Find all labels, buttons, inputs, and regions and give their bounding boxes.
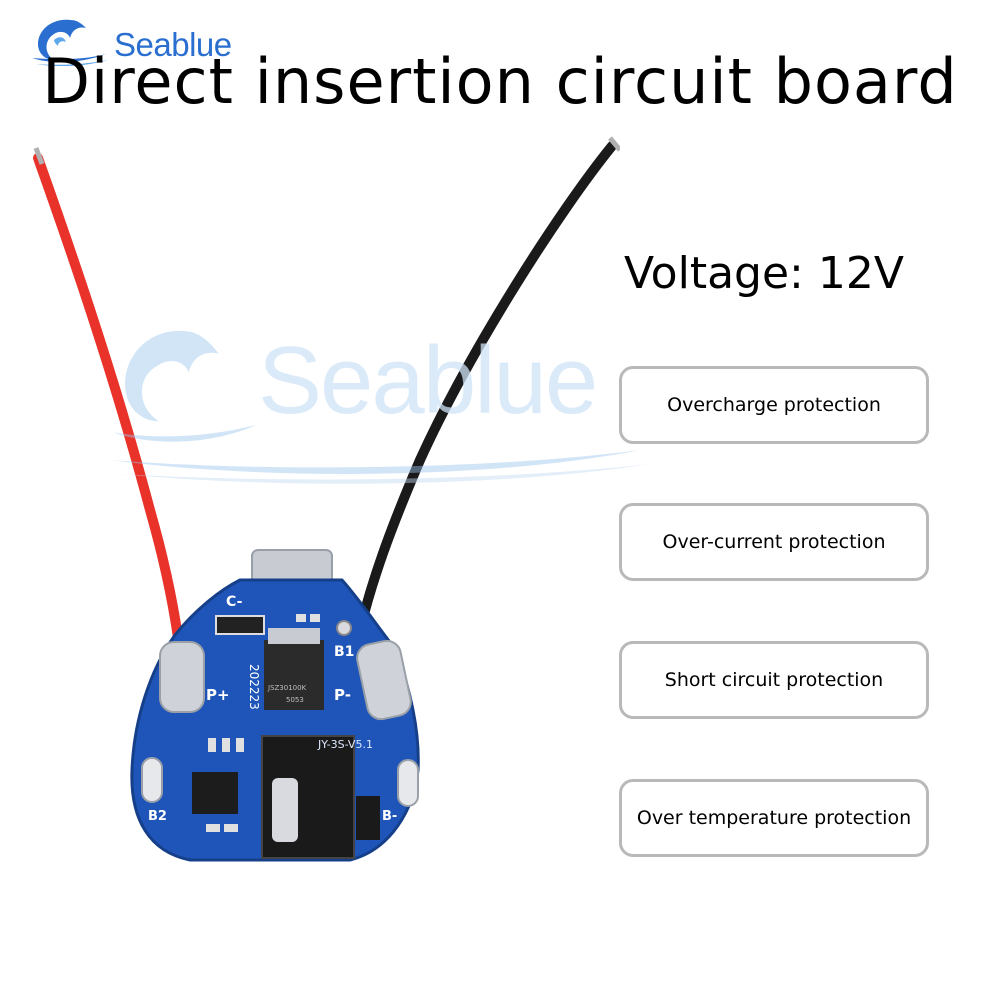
feature-short-circuit-protection: Short circuit protection	[619, 641, 929, 719]
pcb-label-p-plus: P+	[206, 686, 230, 704]
pcb-label-p-minus: P-	[334, 686, 351, 704]
brand-name: Seablue	[114, 26, 232, 63]
feature-over-temperature-protection: Over temperature protection	[619, 779, 929, 857]
pcb-date-code: 202223	[247, 664, 261, 710]
brand-logo: Seablue	[30, 14, 232, 66]
pcb-label-c-minus: C-	[226, 594, 243, 610]
mosfet-lot: 5053	[286, 696, 304, 704]
page-title: Direct insertion circuit board	[42, 45, 958, 118]
pcb-label-b2: B2	[148, 809, 167, 824]
pcb-label-b1: B1	[334, 644, 354, 660]
feature-overcharge-protection: Overcharge protection	[619, 366, 929, 444]
mosfet-code: JSZ30100K	[267, 684, 307, 692]
product-image: C- B1 P+ P- B2 B- JY-3S-V5.1 202223 JSZ3…	[33, 136, 620, 862]
voltage-spec: Voltage: 12V	[624, 248, 904, 299]
pcb-label-b-minus: B-	[382, 809, 397, 824]
pcb-model-label: JY-3S-V5.1	[317, 738, 373, 751]
feature-over-current-protection: Over-current protection	[619, 503, 929, 581]
wave-icon	[32, 19, 108, 66]
